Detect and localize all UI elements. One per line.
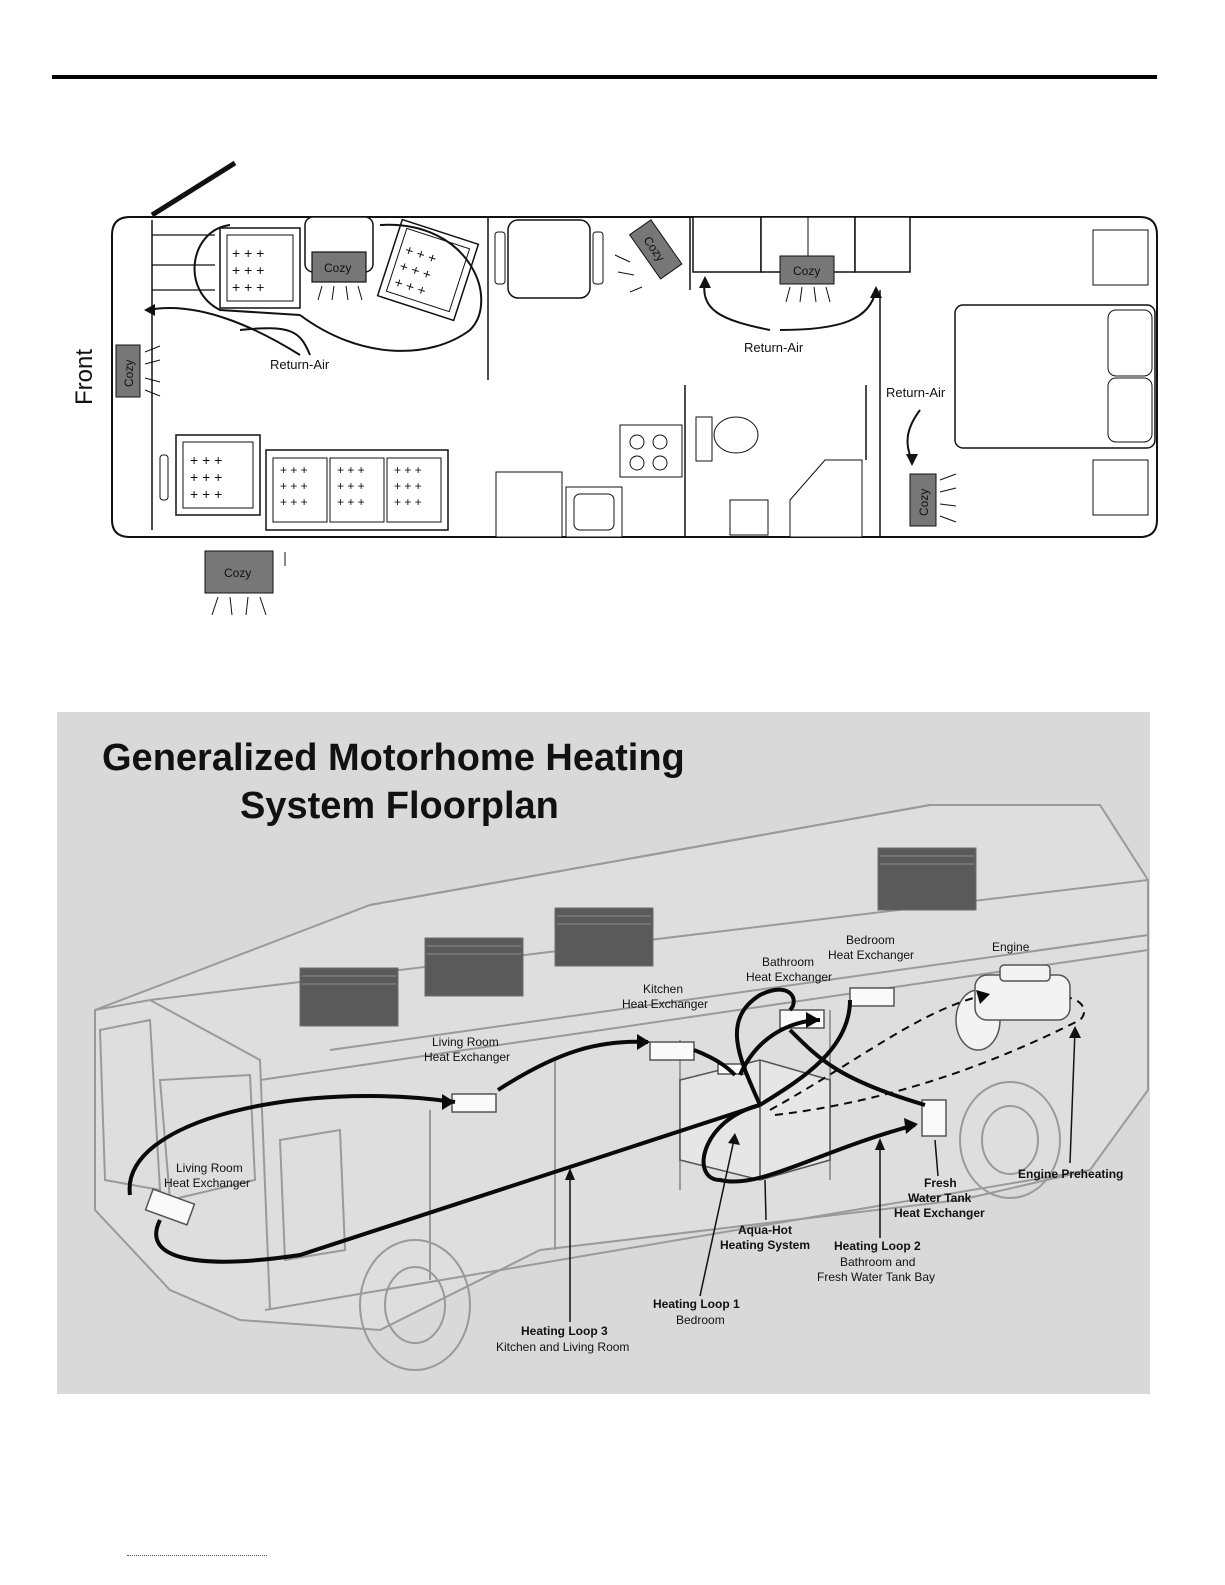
svg-text:Living Room: Living Room: [432, 1035, 499, 1049]
svg-text:Water Tank: Water Tank: [908, 1191, 972, 1205]
cozy-unit-exterior: Cozy: [204, 550, 286, 616]
svg-text:+ + +: + + +: [280, 479, 308, 493]
heat-exchangers: [144, 987, 947, 1226]
svg-text:Bathroom: Bathroom: [762, 955, 814, 969]
return-air-label-bedroom: Return-Air: [886, 385, 946, 400]
heating-loops: [127, 987, 926, 1264]
svg-text:Cozy: Cozy: [122, 360, 136, 387]
loop-arrowheads: [442, 990, 990, 1134]
svg-text:Cozy: Cozy: [224, 566, 251, 580]
component-labels: Living Room Heat Exchanger Living Room H…: [164, 933, 1123, 1354]
svg-text:Kitchen and Living Room: Kitchen and Living Room: [496, 1340, 629, 1354]
motorhome-body: [94, 804, 1149, 1371]
svg-text:+ + +: + + +: [190, 469, 222, 485]
svg-text:Aqua-Hot: Aqua-Hot: [738, 1223, 792, 1237]
engine: [955, 964, 1071, 1051]
cozy-unit-bedroom: Cozy: [909, 473, 957, 527]
svg-text:Heating System: Heating System: [720, 1238, 810, 1252]
svg-text:Cozy: Cozy: [324, 261, 351, 275]
svg-text:+ + +: + + +: [280, 495, 308, 509]
windows: [299, 847, 977, 1027]
svg-text:+ + +: + + +: [394, 495, 422, 509]
svg-text:+ + +: + + +: [232, 262, 264, 278]
svg-text:Heat Exchanger: Heat Exchanger: [894, 1206, 985, 1220]
svg-text:Fresh: Fresh: [924, 1176, 957, 1190]
svg-text:Bedroom: Bedroom: [676, 1313, 725, 1327]
diagram-title-line2: System Floorplan: [240, 785, 559, 827]
svg-text:Engine: Engine: [992, 940, 1030, 954]
svg-text:Heat Exchanger: Heat Exchanger: [424, 1050, 510, 1064]
aqua-hot-unit: [679, 1059, 831, 1181]
sofa: + + + + + + + + + + + + + + + + + + + + …: [265, 449, 449, 531]
cozy-unit-kitchen: Cozy: [779, 255, 835, 303]
svg-text:Heating Loop 2: Heating Loop 2: [834, 1239, 921, 1253]
engine-preheat-loop: [769, 994, 1086, 1116]
svg-text:Heating Loop 1: Heating Loop 1: [653, 1297, 740, 1311]
svg-text:+ + +: + + +: [337, 479, 365, 493]
svg-text:+ + +: + + +: [280, 463, 308, 477]
svg-text:+ + +: + + +: [232, 279, 264, 295]
svg-text:Kitchen: Kitchen: [643, 982, 683, 996]
svg-text:Heat Exchanger: Heat Exchanger: [828, 948, 914, 962]
svg-text:+ + +: + + +: [190, 452, 222, 468]
diagram-title-line1: Generalized Motorhome Heating: [102, 737, 685, 779]
cozy-unit-cockpit: Cozy: [311, 251, 367, 301]
svg-text:Cozy: Cozy: [793, 264, 820, 278]
svg-text:Living Room: Living Room: [176, 1161, 243, 1175]
svg-text:+ + +: + + +: [232, 245, 264, 261]
lounge-chair: + + + + + + + + +: [175, 434, 261, 516]
wiper: [150, 160, 237, 218]
svg-text:Fresh Water Tank Bay: Fresh Water Tank Bay: [817, 1270, 935, 1284]
svg-text:Cozy: Cozy: [917, 489, 931, 516]
return-air-label-front: Return-Air: [270, 357, 330, 372]
cozy-floorplan-diagram: + + + + + + + + + + + + + + + + + + Cozy…: [60, 150, 1170, 630]
svg-text:+ + +: + + +: [337, 463, 365, 477]
cozy-unit-front: Cozy: [115, 344, 161, 398]
leader-lines: [569, 1029, 1076, 1322]
cozy-unit-dinette: Cozy: [628, 219, 683, 280]
return-air-label-kitchen: Return-Air: [744, 340, 804, 355]
svg-text:+ + +: + + +: [394, 479, 422, 493]
svg-text:Heat Exchanger: Heat Exchanger: [164, 1176, 250, 1190]
svg-text:+ + +: + + +: [190, 486, 222, 502]
svg-text:Engine Preheating: Engine Preheating: [1018, 1167, 1123, 1181]
cockpit-seat-left: + + + + + + + + +: [219, 227, 301, 309]
footer-link-underline[interactable]: [127, 1555, 267, 1556]
svg-text:+ + +: + + +: [394, 463, 422, 477]
svg-text:Heating Loop 3: Heating Loop 3: [521, 1324, 608, 1338]
svg-text:Bedroom: Bedroom: [846, 933, 895, 947]
front-label: Front: [71, 349, 98, 405]
heating-system-perspective-diagram: Generalized Motorhome Heating System Flo…: [57, 712, 1150, 1394]
coach-outline: [111, 216, 1158, 538]
svg-text:Bathroom and: Bathroom and: [840, 1255, 915, 1269]
top-rule: [52, 75, 1157, 79]
svg-text:Heat Exchanger: Heat Exchanger: [746, 970, 832, 984]
leader-arrowheads: [565, 1026, 1081, 1180]
svg-text:+ + +: + + +: [337, 495, 365, 509]
svg-text:Heat Exchanger: Heat Exchanger: [622, 997, 708, 1011]
